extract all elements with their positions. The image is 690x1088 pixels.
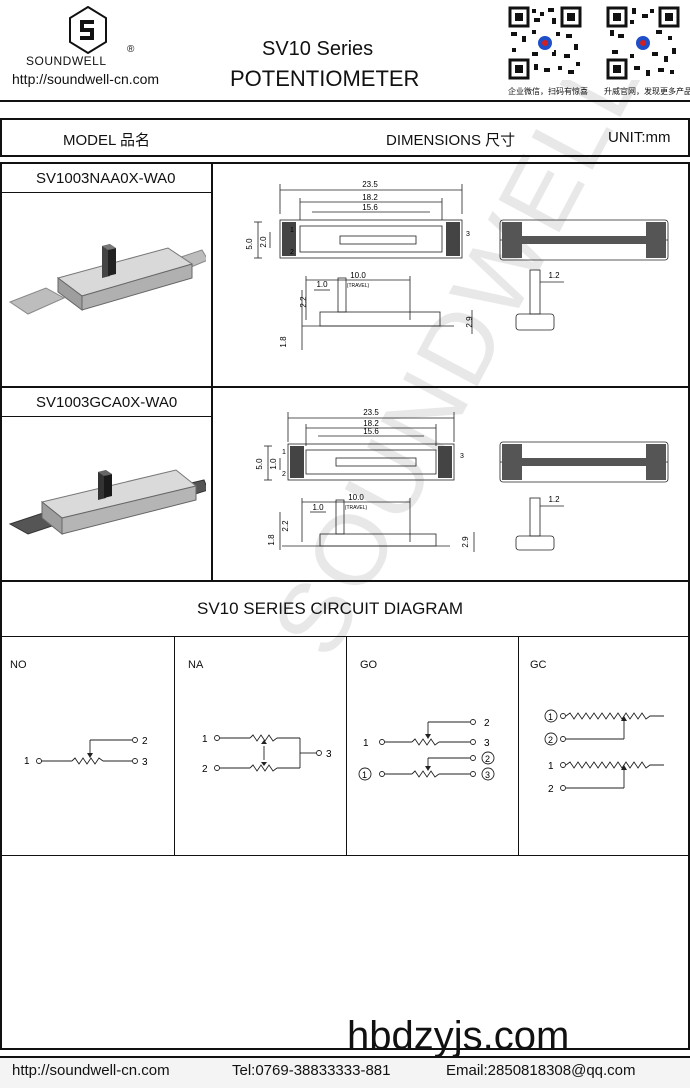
circuit-cell-gc: GC bbox=[530, 659, 547, 671]
pin-label: 2 bbox=[282, 471, 286, 478]
circuit-go-label: 1 bbox=[363, 738, 369, 749]
pin-label: 2 bbox=[290, 249, 294, 256]
dim-base-height: 1.8 bbox=[267, 534, 276, 546]
page-title-product: POTENTIOMETER bbox=[230, 66, 420, 91]
pin-label: 1 bbox=[290, 227, 294, 234]
circuit-cell-na: NA bbox=[188, 659, 204, 671]
model-cell-divider bbox=[0, 192, 211, 193]
footer-url[interactable]: http://soundwell-cn.com bbox=[12, 1062, 170, 1079]
circuit-cell-no: NO bbox=[10, 659, 27, 671]
dim-knob: 1.0 bbox=[312, 503, 324, 512]
potentiometer-photo-1 bbox=[8, 244, 206, 315]
circuit-col-divider bbox=[174, 636, 175, 855]
header-divider bbox=[0, 100, 690, 102]
circuit-no-label: 1 bbox=[24, 756, 30, 767]
dim-travel: 10.0 bbox=[348, 493, 364, 502]
brand-logo bbox=[68, 5, 108, 55]
dim-height: 5.0 bbox=[245, 238, 254, 250]
pin-label: 3 bbox=[466, 231, 470, 238]
qr-caption-website: 升威官网，发现更多产品 bbox=[604, 87, 690, 96]
circuit-na-label: 1 bbox=[202, 734, 208, 745]
pin-label: 3 bbox=[460, 453, 464, 460]
dim-inner: 15.6 bbox=[362, 203, 378, 212]
product-model-2: SV1003GCA0X-WA0 bbox=[36, 394, 178, 411]
circuit-gc-label: 1 bbox=[548, 712, 553, 722]
circuit-na-label: 2 bbox=[202, 764, 208, 775]
pin-label: 1 bbox=[282, 449, 286, 456]
circuit-na-diagram: 1 2 3 bbox=[202, 734, 332, 775]
column-header-unit: UNIT:mm bbox=[608, 129, 671, 146]
circuit-col-divider bbox=[518, 636, 519, 855]
dim-mid: 18.2 bbox=[363, 419, 379, 428]
circuit-gc-diagram: 1 2 1 2 bbox=[544, 709, 664, 795]
footer-tel: Tel:0769-38833333-881 bbox=[232, 1062, 391, 1079]
dim-inner: 15.6 bbox=[363, 427, 379, 436]
footer-email[interactable]: Email:2850818308@qq.com bbox=[446, 1062, 636, 1079]
qr-caption-wechat: 企业微信，扫码有惊喜 bbox=[508, 87, 588, 96]
dim-mid: 18.2 bbox=[362, 193, 378, 202]
dim-travel-label: (TRAVEL) bbox=[345, 505, 368, 511]
dim-total-height: 2.9 bbox=[461, 536, 470, 548]
circuit-gc-label: 2 bbox=[548, 784, 554, 795]
dim-side: 1.2 bbox=[548, 495, 560, 504]
circuit-no-label: 2 bbox=[142, 736, 148, 747]
circuit-row-bottom bbox=[0, 855, 690, 856]
potentiometer-photo-2 bbox=[8, 469, 206, 536]
dim-travel-label: (TRAVEL) bbox=[347, 283, 370, 289]
dim-side: 1.2 bbox=[548, 271, 560, 280]
circuit-go-label: 2 bbox=[485, 754, 490, 764]
brand-name: SOUNDWELL bbox=[26, 54, 107, 68]
site-mark: hbdzyjs.com bbox=[347, 1014, 570, 1058]
product-model-1: SV1003NAA0X-WA0 bbox=[36, 170, 176, 187]
circuit-go-diagram: 1 2 3 2 3 1 bbox=[358, 718, 495, 781]
circuit-row-top bbox=[0, 636, 690, 637]
dim-base-height: 1.8 bbox=[279, 336, 288, 348]
circuit-no-label: 3 bbox=[142, 757, 148, 768]
dim-overall: 23.5 bbox=[363, 408, 379, 417]
dimension-drawing-2: 23.5 18.2 15.6 5.0 1.0 1 2 3 10.0 (TRAVE… bbox=[255, 408, 669, 552]
model-cell-divider bbox=[0, 416, 211, 417]
qr-code-wechat-icon bbox=[508, 6, 582, 80]
circuit-no-diagram: 1 2 3 bbox=[24, 736, 148, 768]
dim-h2: 1.0 bbox=[269, 458, 278, 470]
header-url[interactable]: http://soundwell-cn.com bbox=[12, 71, 160, 87]
footer-bar bbox=[0, 1056, 690, 1088]
page-title-series: SV10 Series bbox=[262, 38, 374, 60]
dim-height: 5.0 bbox=[255, 458, 264, 470]
circuit-go-label: 1 bbox=[362, 770, 367, 780]
qr-code-website-icon bbox=[606, 6, 680, 80]
circuit-gc-label: 2 bbox=[548, 735, 553, 745]
circuit-go-label: 3 bbox=[485, 770, 490, 780]
column-header-dimensions: DIMENSIONS 尺寸 bbox=[386, 132, 516, 149]
dim-overall: 23.5 bbox=[362, 180, 378, 189]
dim-knob: 1.0 bbox=[316, 280, 328, 289]
dim-knob-height: 2.2 bbox=[299, 296, 308, 308]
row-divider bbox=[0, 580, 690, 582]
soundwell-logo-icon bbox=[69, 5, 107, 55]
dim-total-height: 2.9 bbox=[465, 316, 474, 328]
row-divider bbox=[0, 386, 690, 388]
circuit-go-label: 3 bbox=[484, 738, 490, 749]
column-divider bbox=[211, 162, 213, 580]
circuit-go-label: 2 bbox=[484, 718, 490, 729]
circuit-na-label: 3 bbox=[326, 749, 332, 760]
dim-knob-height: 2.2 bbox=[281, 520, 290, 532]
circuit-gc-label: 1 bbox=[548, 761, 554, 772]
table-header-row bbox=[0, 118, 690, 157]
dim-h2: 2.0 bbox=[259, 236, 268, 248]
circuit-title: SV10 SERIES CIRCUIT DIAGRAM bbox=[197, 599, 464, 618]
registered-mark: ® bbox=[127, 44, 135, 55]
dim-travel: 10.0 bbox=[350, 271, 366, 280]
circuit-cell-go: GO bbox=[360, 659, 378, 671]
product-table bbox=[0, 162, 690, 1050]
circuit-col-divider bbox=[346, 636, 347, 855]
column-header-model: MODEL 品名 bbox=[63, 132, 150, 149]
dimension-drawing-1: 23.5 18.2 15.6 5.0 2.0 1 2 3 10.0 (TRAVE… bbox=[245, 180, 669, 350]
